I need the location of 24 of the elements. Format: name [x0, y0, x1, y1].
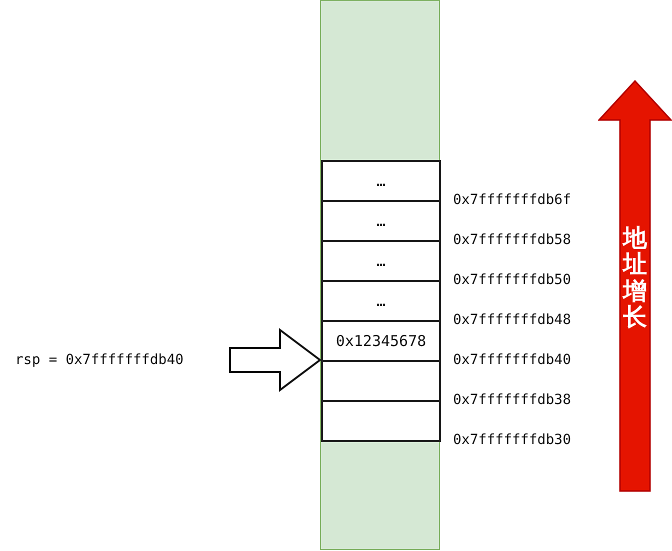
address-label: 0x7fffffffdb30: [453, 432, 572, 448]
upward-arrow: [598, 80, 672, 492]
address-label: 0x7fffffffdb6f: [453, 192, 572, 208]
stack-slot: [321, 200, 441, 242]
address-label: 0x7fffffffdb50: [453, 272, 572, 288]
slot-value: 0x12345678: [336, 332, 426, 350]
stack-slot: [321, 240, 441, 282]
empty-stack-slot: [321, 400, 441, 442]
block-arrow: [229, 328, 322, 392]
address-label: 0x7fffffffdb40: [453, 352, 572, 368]
slot-value: …: [376, 292, 386, 310]
empty-stack-slot: [321, 360, 441, 402]
stack-slot: [321, 280, 441, 322]
register-label: rsp = 0x7fffffffdb40: [15, 345, 220, 375]
stack-slot: [321, 160, 441, 202]
address-label: 0x7fffffffdb48: [453, 312, 572, 328]
memory-column: [320, 0, 440, 550]
stack-slot: [321, 320, 441, 362]
address-label: 0x7fffffffdb38: [453, 392, 572, 408]
slot-value: …: [376, 212, 386, 230]
slot-value: …: [376, 252, 386, 270]
address-label: 0x7fffffffdb58: [453, 232, 572, 248]
arrow-label: 地址增长: [623, 225, 647, 331]
slot-value: …: [376, 172, 386, 190]
